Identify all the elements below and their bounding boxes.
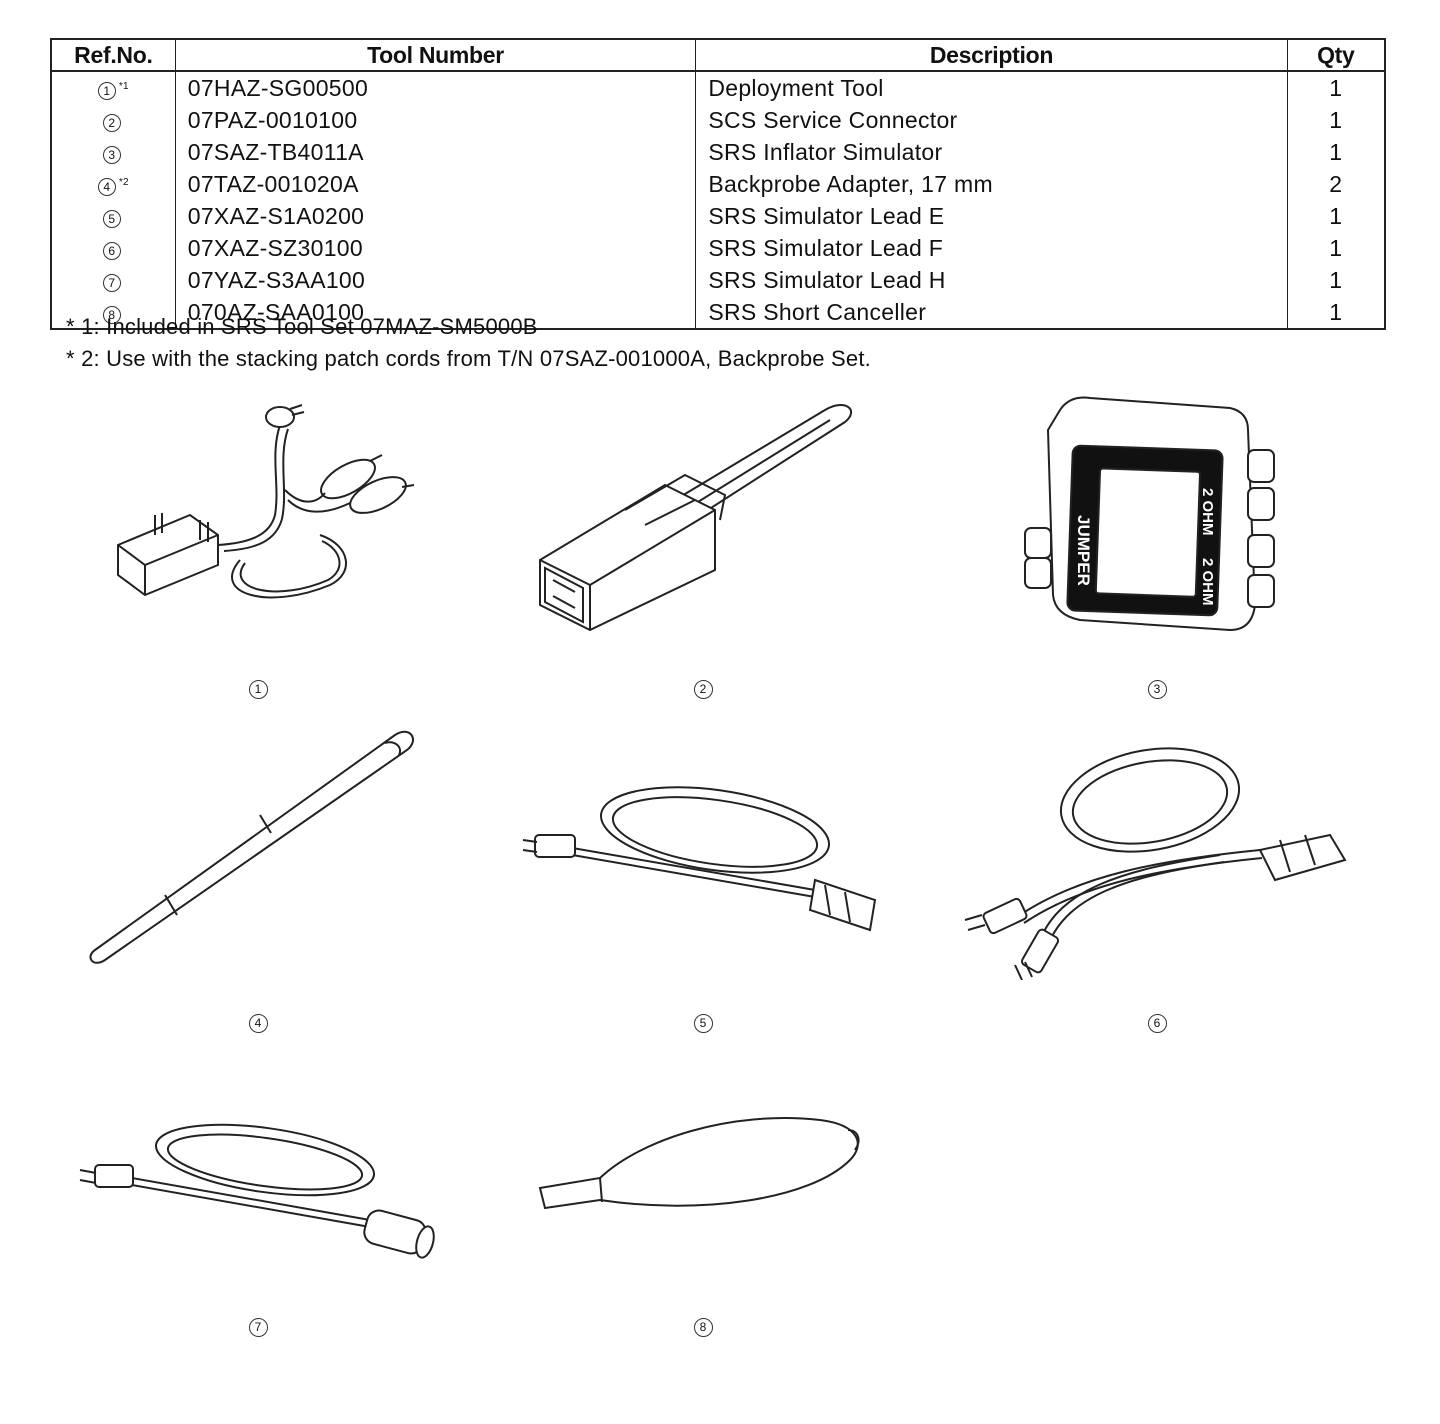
table-row: 8 070AZ-SAA0100 SRS Short Canceller 1 [51, 296, 1385, 329]
ref-note: *2 [118, 177, 129, 188]
srs-inflator-simulator-illustration: JUMPER 2 OHM 2 OHM [1020, 390, 1280, 640]
qty-cell: 1 [1286, 200, 1385, 232]
tool-number-cell: 07YAZ-S3AA100 [174, 264, 696, 296]
description-cell: SRS Simulator Lead H [695, 264, 1288, 296]
ref-number: 8 [102, 305, 121, 324]
table-header-row: Ref.No. Tool Number Description Qty [51, 39, 1385, 72]
qty-cell: 1 [1286, 232, 1385, 264]
ohm-text-top: 2 OHM [1199, 488, 1216, 536]
ref-number: 3 [102, 145, 121, 164]
srs-simulator-lead-e-illustration [515, 770, 895, 940]
description-cell: SRS Simulator Lead F [695, 232, 1288, 264]
table-row: 4*2 07TAZ-001020A Backprobe Adapter, 17 … [51, 168, 1385, 200]
table-row: 3 07SAZ-TB4011A SRS Inflator Simulator 1 [51, 136, 1385, 168]
ref-cell: 7 [51, 264, 175, 296]
scs-service-connector-illustration [525, 390, 865, 635]
header-qty: Qty [1286, 39, 1385, 72]
table-row: 2 07PAZ-0010100 SCS Service Connector 1 [51, 104, 1385, 136]
description-cell: SRS Simulator Lead E [695, 200, 1288, 232]
ref-cell: 8 [51, 296, 175, 329]
ref-cell: 3 [51, 136, 175, 168]
table-row: 1*1 07HAZ-SG00500 Deployment Tool 1 [51, 71, 1385, 104]
ref-number: 2 [102, 113, 121, 132]
tool-number-cell: 07SAZ-TB4011A [174, 136, 696, 168]
tool-number-cell: 07TAZ-001020A [174, 168, 696, 200]
figure-label-3: 3 [1146, 680, 1168, 702]
ref-number: 7 [102, 273, 121, 292]
srs-short-canceller-illustration [530, 1100, 870, 1230]
ohm-text-bottom: 2 OHM [1199, 558, 1216, 606]
ref-number: 4 [97, 177, 116, 196]
table-row: 6 07XAZ-SZ30100 SRS Simulator Lead F 1 [51, 232, 1385, 264]
qty-cell: 1 [1286, 136, 1385, 168]
table-row: 7 07YAZ-S3AA100 SRS Simulator Lead H 1 [51, 264, 1385, 296]
srs-simulator-lead-f-illustration [960, 740, 1360, 980]
figure-label-1: 1 [247, 680, 269, 702]
qty-cell: 1 [1286, 71, 1385, 104]
description-cell: Deployment Tool [695, 71, 1288, 104]
header-ref-no: Ref.No. [51, 39, 176, 72]
tool-number-cell: 07XAZ-S1A0200 [174, 200, 696, 232]
figure-label-7: 7 [247, 1318, 269, 1340]
backprobe-adapter-illustration [85, 725, 425, 970]
ref-number: 5 [102, 209, 121, 228]
ref-number: 6 [102, 241, 121, 260]
tool-number-cell: 07HAZ-SG00500 [174, 71, 696, 104]
footnote-2: * 2: Use with the stacking patch cords f… [66, 346, 871, 371]
qty-cell: 1 [1286, 296, 1385, 329]
ref-cell: 5 [51, 200, 175, 232]
jumper-text: JUMPER [1074, 515, 1093, 586]
figure-label-6: 6 [1146, 1014, 1168, 1036]
tool-number-cell: 07XAZ-SZ30100 [174, 232, 696, 264]
ref-cell: 4*2 [51, 168, 175, 200]
header-description: Description [695, 39, 1288, 72]
figure-label-4: 4 [247, 1014, 269, 1036]
tool-number-cell: 070AZ-SAA0100 [174, 296, 696, 329]
figure-label-8: 8 [692, 1318, 714, 1340]
deployment-tool-illustration [100, 395, 430, 620]
special-tools-table: Ref.No. Tool Number Description Qty 1*1 … [50, 38, 1386, 330]
ref-number: 1 [97, 81, 116, 100]
ref-cell: 1*1 [51, 71, 175, 104]
tool-number-cell: 07PAZ-0010100 [174, 104, 696, 136]
table-row: 5 07XAZ-S1A0200 SRS Simulator Lead E 1 [51, 200, 1385, 232]
ref-note: *1 [118, 81, 129, 92]
figure-label-2: 2 [692, 680, 714, 702]
description-cell: SRS Inflator Simulator [695, 136, 1288, 168]
qty-cell: 1 [1286, 264, 1385, 296]
qty-cell: 2 [1286, 168, 1385, 200]
description-cell: Backprobe Adapter, 17 mm [695, 168, 1288, 200]
description-cell: SRS Short Canceller [695, 296, 1288, 329]
header-tool-number: Tool Number [174, 39, 696, 72]
description-cell: SCS Service Connector [695, 104, 1288, 136]
figure-label-5: 5 [692, 1014, 714, 1036]
qty-cell: 1 [1286, 104, 1385, 136]
srs-simulator-lead-h-illustration [70, 1120, 450, 1270]
footnote-1: * 1: Included in SRS Tool Set 07MAZ-SM50… [66, 314, 538, 339]
ref-cell: 2 [51, 104, 175, 136]
ref-cell: 6 [51, 232, 175, 264]
